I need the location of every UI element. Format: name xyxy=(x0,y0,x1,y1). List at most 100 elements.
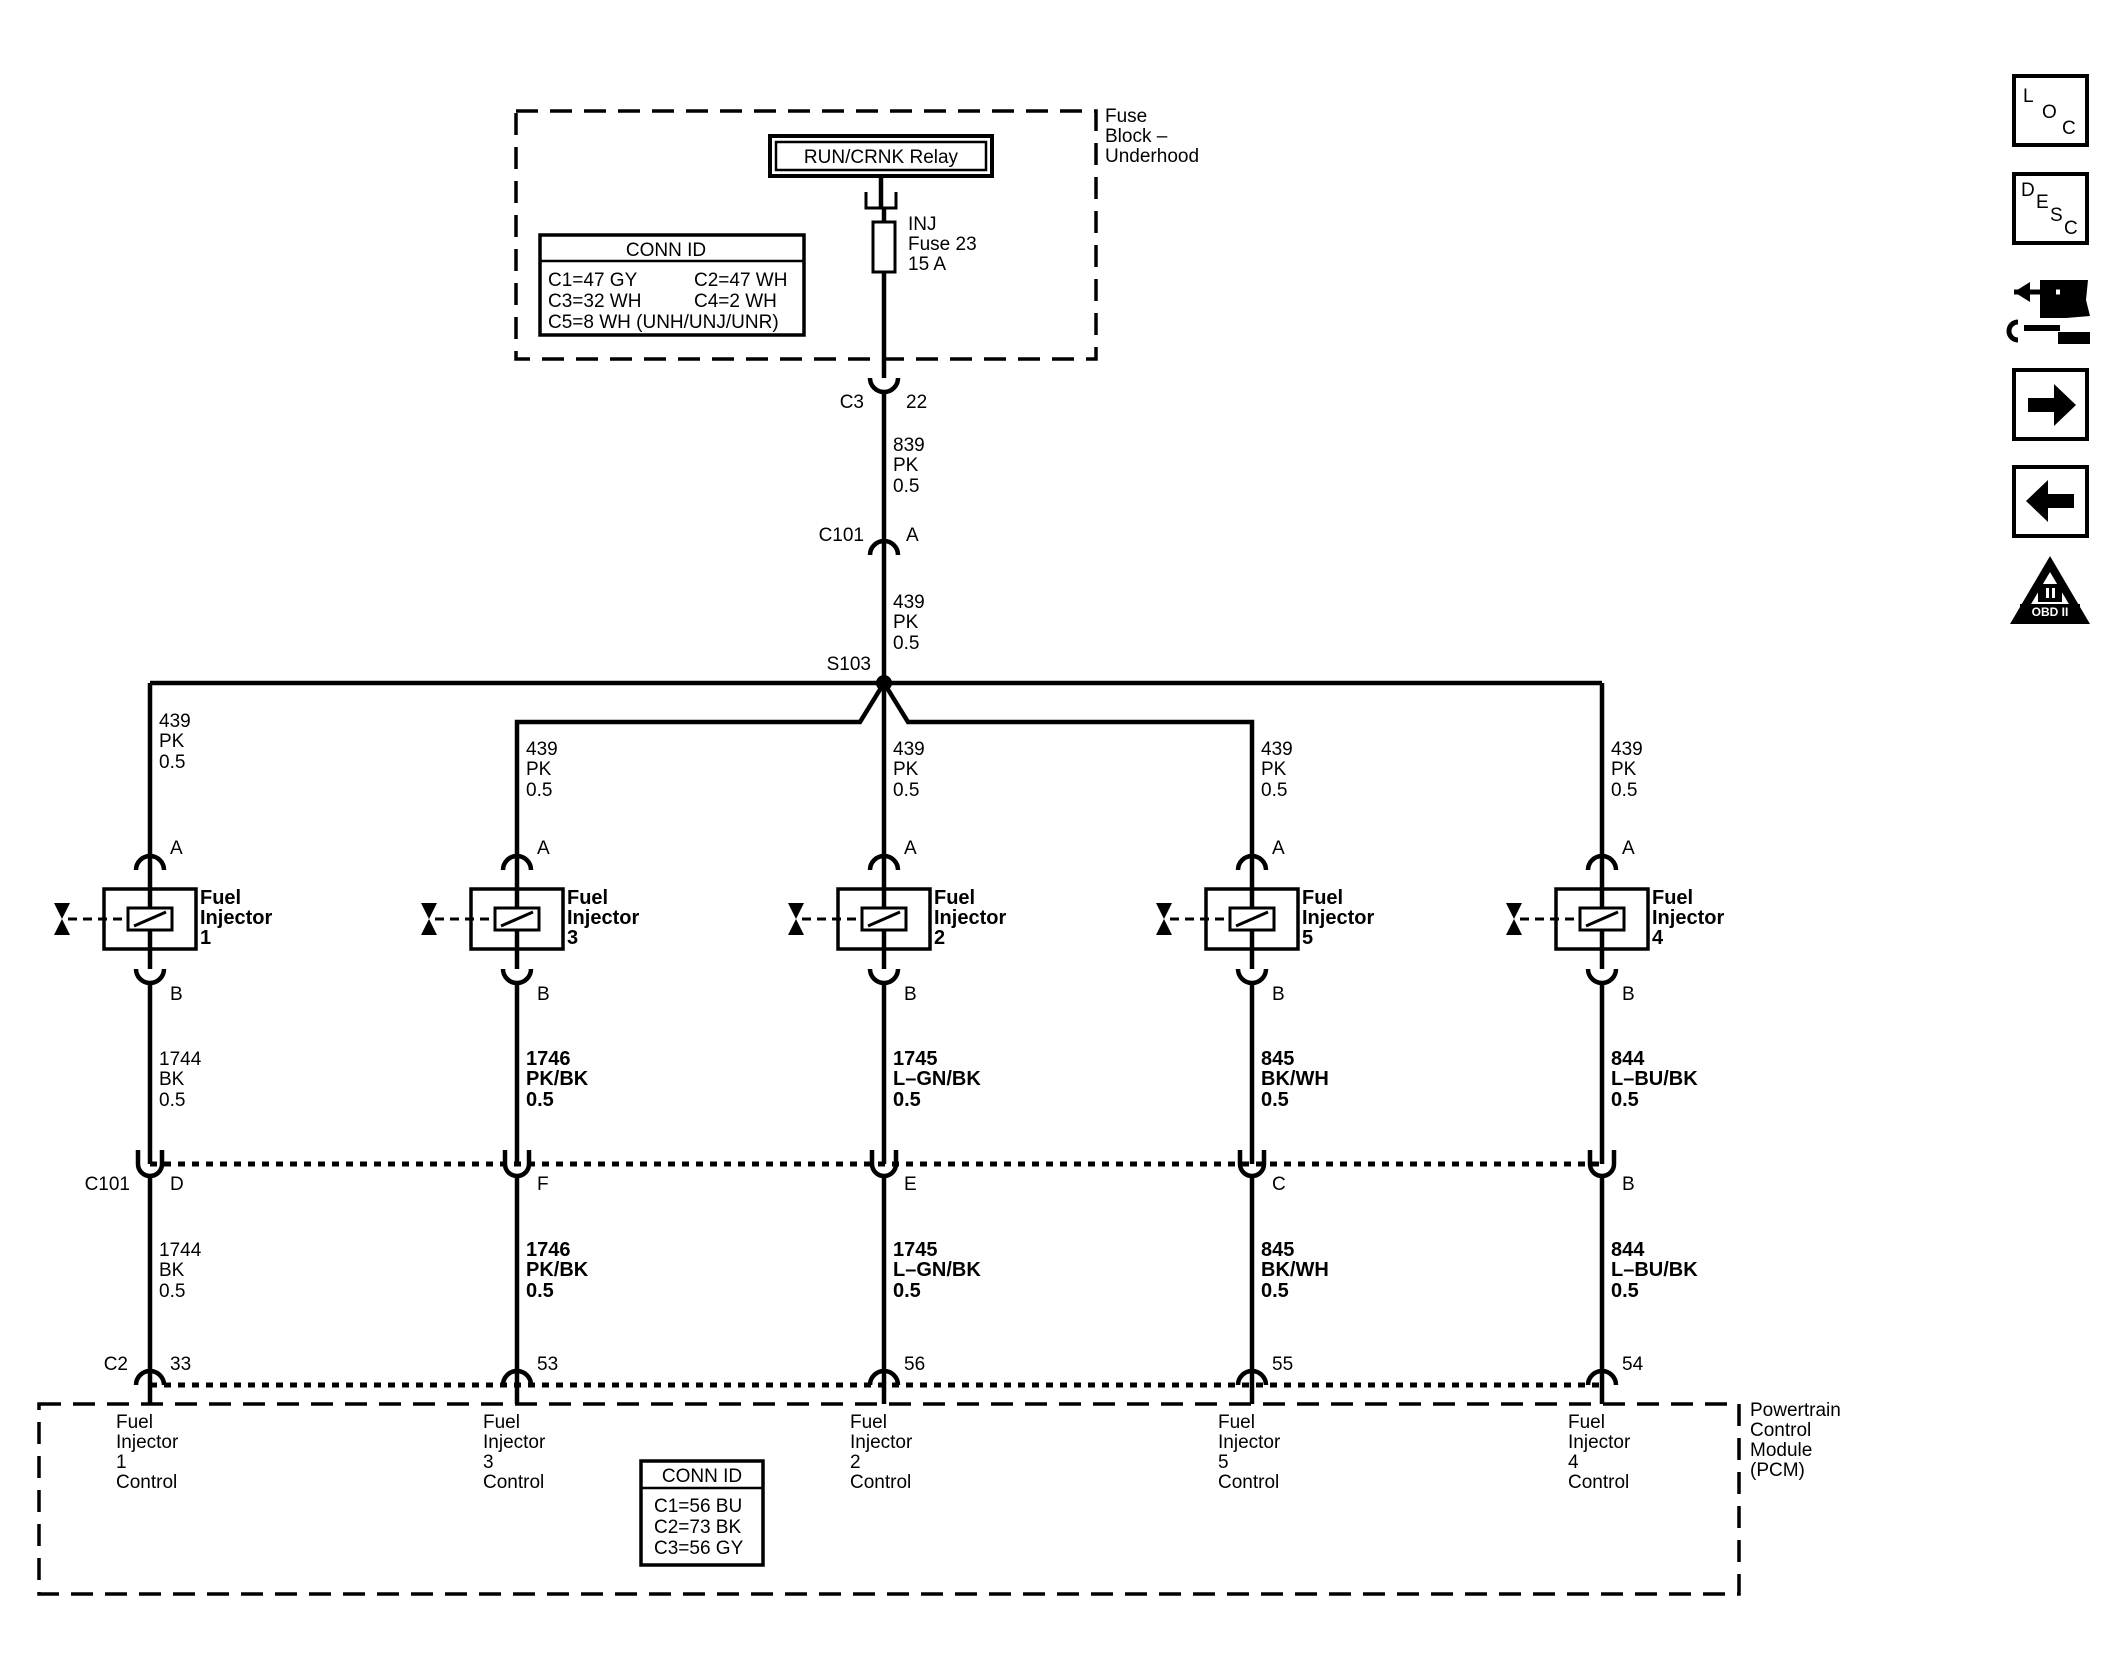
wire-439-label: 439 xyxy=(526,739,558,760)
control-wire-label: 0.5 xyxy=(893,1280,921,1302)
fuel-injector-label: Injector xyxy=(567,907,639,929)
fuel-injector-label: Fuel xyxy=(934,887,975,909)
pcm-conn-id-row: C2=73 BK xyxy=(654,1517,741,1538)
fuel-injector-label: Injector xyxy=(1652,907,1724,929)
control-wire-label: 1744 xyxy=(159,1240,202,1261)
control-wire-label: 845 xyxy=(1261,1048,1294,1070)
injector-pin-b-connector-icon xyxy=(500,968,534,986)
nav-icons: L O C D E S C xyxy=(2006,74,2090,624)
injector-pin-a-connector-icon xyxy=(867,853,901,871)
injector-pin-b-label: B xyxy=(1272,984,1285,1005)
injector-pin-a-label: A xyxy=(170,838,183,859)
injector-branches: 439PK0.5AFuelInjector1B1744BK0.5D1744BK0… xyxy=(54,711,1724,1493)
wire-439-label: PK xyxy=(893,612,919,633)
c2-pin-label: 33 xyxy=(170,1354,191,1375)
wire-839-label: 839 xyxy=(893,435,925,456)
pcm-conn-id-row: C1=56 BU xyxy=(654,1496,742,1517)
injector-branch: 439PK0.5AFuelInjector4B844L–BU/BK0.5B844… xyxy=(1506,739,1724,1493)
fuel-injector-label: Fuel xyxy=(567,887,608,909)
desc-glyph: S xyxy=(2050,205,2063,226)
pcm-pin-label: Control xyxy=(116,1472,177,1493)
c2-connector-icon xyxy=(1235,1368,1269,1386)
pcm-pin-label: Injector xyxy=(116,1432,179,1453)
fuel-injector-label: Injector xyxy=(200,907,272,929)
c101-trunk-pin: A xyxy=(906,525,919,546)
wire-439-label: PK xyxy=(1261,759,1287,780)
fuel-injector-label: 4 xyxy=(1652,927,1664,949)
next-arrow-icon[interactable] xyxy=(2012,368,2089,441)
fuse-block-title-3: Underhood xyxy=(1105,146,1199,167)
fuel-injector-label: 2 xyxy=(934,927,945,949)
splice-bus xyxy=(147,680,1605,860)
control-wire-label: 0.5 xyxy=(159,1281,185,1302)
relay-label: RUN/CRNK Relay xyxy=(804,147,959,168)
injector-pin-b-label: B xyxy=(170,984,183,1005)
control-wire-label: 845 xyxy=(1261,1239,1294,1261)
pcm-pin-label: Injector xyxy=(1568,1432,1631,1453)
conn-id-row: C5=8 WH (UNH/UNJ/UNR) xyxy=(548,312,779,333)
loc-icon[interactable]: L O C xyxy=(2012,74,2089,147)
valve-icon xyxy=(54,903,70,919)
control-wire-label: PK/BK xyxy=(526,1068,589,1090)
wire-439-label: 439 xyxy=(159,711,191,732)
desc-icon[interactable]: D E S C xyxy=(2012,172,2089,245)
control-wire-label: 0.5 xyxy=(1611,1280,1639,1302)
fuse-block-conn-id-table xyxy=(538,233,806,337)
pcm-pin-label: Injector xyxy=(1218,1432,1281,1453)
control-wire-label: BK/WH xyxy=(1261,1259,1329,1281)
injector-pin-a-label: A xyxy=(904,838,917,859)
c101-trunk-name: C101 xyxy=(819,525,864,546)
loc-glyph: L xyxy=(2023,86,2034,107)
c2-pin-label: 56 xyxy=(904,1354,925,1375)
obd-ii-icon[interactable]: OBD II xyxy=(2010,556,2090,624)
control-wire-label: 1745 xyxy=(893,1048,938,1070)
fuel-injector-label: 5 xyxy=(1302,927,1313,949)
c101-pin-label: E xyxy=(904,1174,917,1195)
splice-s103-label: S103 xyxy=(827,654,871,675)
c101-trunk-connector-icon xyxy=(867,538,901,556)
wire-439-label: 439 xyxy=(893,739,925,760)
pcm-pin-label: Injector xyxy=(850,1432,913,1453)
c3-pin: 22 xyxy=(906,392,927,413)
c3-connector-icon xyxy=(867,377,901,395)
injector-branch: 439PK0.5AFuelInjector2B1745L–GN/BK0.5E17… xyxy=(788,739,1006,1493)
pcm-pin-label: Control xyxy=(1218,1472,1279,1493)
control-wire-label: L–GN/BK xyxy=(893,1068,981,1090)
pcm-module: Powertrain Control Module (PCM) CONN ID … xyxy=(37,1400,1841,1596)
fuse-block-title-1: Fuse xyxy=(1105,106,1147,127)
fuse-block-underhood: Fuse Block – Underhood RUN/CRNK Relay IN… xyxy=(514,106,1199,361)
supply-trunk: C3 22 839 PK 0.5 C101 A 439 PK 0.5 S103 xyxy=(819,272,927,691)
fuel-injector-label: Fuel xyxy=(1652,887,1693,909)
wire-439-label: 0.5 xyxy=(1611,780,1637,801)
control-wire-label: 0.5 xyxy=(1261,1280,1289,1302)
injector-pin-b-connector-icon xyxy=(1235,968,1269,986)
c101-row-name: C101 xyxy=(85,1174,130,1195)
injector-pin-a-label: A xyxy=(1622,838,1635,859)
pcm-pin-label: Fuel xyxy=(1218,1412,1255,1433)
control-wire-label: 0.5 xyxy=(1611,1089,1639,1111)
conn-id-row: C3=32 WH xyxy=(548,291,641,312)
pcm-pin-label: Fuel xyxy=(1568,1412,1605,1433)
valve-icon xyxy=(1156,903,1172,919)
control-wire-label: BK xyxy=(159,1069,185,1090)
pcm-pin-label: Control xyxy=(483,1472,544,1493)
c101-pin-label: D xyxy=(170,1174,184,1195)
pcm-conn-id-title: CONN ID xyxy=(662,1466,742,1487)
control-wire-label: 1744 xyxy=(159,1049,202,1070)
control-wire-label: 1745 xyxy=(893,1239,938,1261)
injector-pin-b-label: B xyxy=(904,984,917,1005)
pcm-pin-label: Fuel xyxy=(116,1412,153,1433)
wire-439-label: 0.5 xyxy=(1261,780,1287,801)
injector-pin-b-label: B xyxy=(1622,984,1635,1005)
fuel-injector-label: Fuel xyxy=(200,887,241,909)
back-arrow-icon[interactable] xyxy=(2012,465,2089,538)
injector-pin-a-label: A xyxy=(1272,838,1285,859)
injector-pin-b-label: B xyxy=(537,984,550,1005)
fuel-injector-label: Injector xyxy=(934,907,1006,929)
control-wire-label: PK/BK xyxy=(526,1259,589,1281)
connector-repair-icon[interactable] xyxy=(2006,280,2090,344)
fuel-injector-label: 1 xyxy=(200,927,211,949)
wire-439-label: 439 xyxy=(893,592,925,613)
injector-branch: 439PK0.5AFuelInjector3B1746PK/BK0.5F1746… xyxy=(421,739,639,1493)
pcm-pin-label: 4 xyxy=(1568,1452,1579,1473)
